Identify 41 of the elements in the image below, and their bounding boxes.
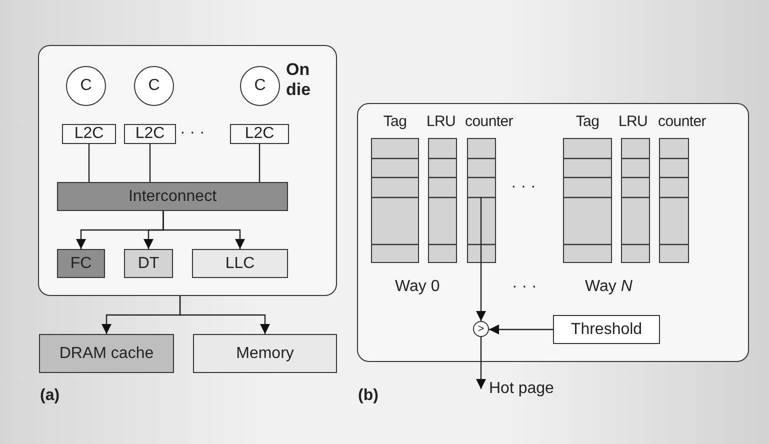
interconnect-bar: Interconnect (57, 182, 288, 211)
on-die-label: On die (286, 60, 312, 100)
panel-label: (b) (358, 387, 378, 405)
panel-label: (a) (40, 387, 60, 405)
connector-line (149, 144, 151, 182)
way-label: Way N (585, 278, 632, 296)
comparator-circle: > (473, 321, 489, 337)
column-header: Tag (382, 113, 408, 130)
connector-line (88, 144, 90, 182)
cache-box: DRAM cache (39, 334, 174, 373)
column-header: counter (657, 113, 707, 130)
threshold-box: Threshold (553, 315, 660, 344)
column-header: counter (464, 113, 514, 130)
on-die-panel (38, 45, 337, 296)
memory-box: Memory (193, 334, 337, 373)
ellipsis: · · · (512, 278, 537, 296)
cache-box: LLC (192, 249, 288, 278)
output-label: Hot page (489, 379, 559, 399)
core-circle: C (240, 66, 280, 106)
cache-panel (357, 103, 749, 362)
arrow (489, 324, 553, 334)
arrow (476, 197, 486, 321)
ellipsis: · · · (180, 124, 205, 142)
tag-column (563, 113, 612, 263)
cache-box: L2C (124, 124, 176, 144)
arrow (162, 211, 245, 249)
connector-line (258, 144, 260, 182)
column-header: LRU (425, 113, 457, 130)
tag-column (371, 113, 419, 263)
column-header: Tag (574, 113, 600, 130)
cache-box: FC (57, 249, 105, 278)
way-label: Way 0 (395, 278, 440, 296)
core-circle: C (66, 66, 106, 106)
ellipsis: · · · (511, 178, 536, 196)
arrow (179, 296, 270, 334)
cache-box: L2C (62, 124, 116, 144)
table-box: DT (124, 249, 173, 278)
column-header: LRU (617, 113, 649, 130)
core-circle: C (134, 66, 174, 106)
cache-box: L2C (230, 124, 289, 144)
arrow (476, 337, 486, 389)
